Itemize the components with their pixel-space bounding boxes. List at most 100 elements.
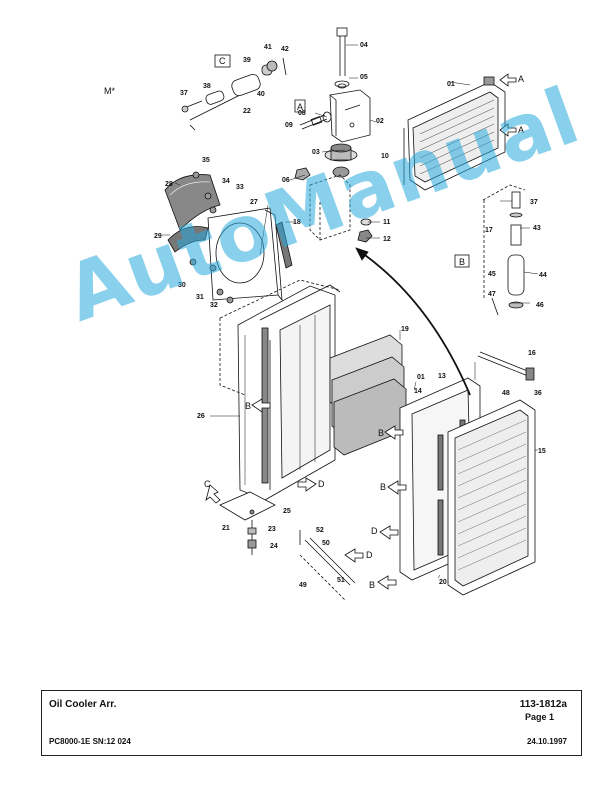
callout-48: 48 (502, 390, 510, 397)
callout-34: 34 (222, 178, 230, 185)
callout-44: 44 (539, 272, 547, 279)
view-label-a-2: A (518, 125, 524, 135)
view-label-a-1: A (518, 74, 524, 84)
callout-01: 01 (447, 81, 455, 88)
callout-27: 27 (250, 199, 258, 206)
nuts-11-12 (357, 218, 373, 243)
callout-51: 51 (337, 577, 345, 584)
callout-22: 22 (243, 108, 251, 115)
callout-04: 04 (360, 42, 368, 49)
callout-19: 19 (401, 326, 409, 333)
fan-guard-29 (167, 226, 209, 253)
callout-01-2: 01 (417, 374, 425, 381)
shroud-27 (207, 207, 283, 302)
callout-37: 37 (180, 90, 188, 97)
plate-21 (219, 491, 276, 555)
callout-52: 52 (316, 527, 324, 534)
strip-18 (275, 221, 293, 269)
callout-31: 31 (196, 294, 204, 301)
view-a-arrows (294, 73, 517, 137)
callout-46: 46 (536, 302, 544, 309)
callout-17: 17 (485, 227, 493, 234)
screen-15 (447, 399, 536, 596)
view-label-c-2: C (204, 479, 211, 489)
callout-29: 29 (154, 233, 162, 240)
callout-06: 06 (282, 177, 290, 184)
callout-36: 36 (534, 390, 542, 397)
view-label-b-4: B (369, 580, 375, 590)
callout-28: 28 (165, 181, 173, 188)
page-number: Page 1 (525, 712, 555, 722)
callout-16: 16 (528, 350, 536, 357)
callout-14: 14 (414, 388, 422, 395)
cooler-01-top (403, 76, 506, 191)
bolt-04-assembly (334, 27, 350, 89)
callout-21: 21 (222, 525, 230, 532)
view-label-c: C (219, 56, 226, 66)
marker-text: M* (104, 86, 115, 96)
view-label-d-3: D (366, 550, 373, 560)
pin-group-c (181, 54, 287, 131)
callout-13: 13 (438, 373, 446, 380)
callout-20: 20 (439, 579, 447, 586)
frame-outline-dashed (219, 279, 341, 396)
callout-10: 10 (381, 153, 389, 160)
callout-47: 47 (488, 291, 496, 298)
spacer-group-b (454, 184, 526, 316)
document-date: 24.10.1997 (526, 737, 567, 746)
part-callouts: 01 01 02 03 04 05 06 08 09 10 11 12 13 14 15 16 17 18 19 20… (154, 42, 547, 589)
bolt-16 (477, 351, 535, 381)
callout-30: 30 (178, 282, 186, 289)
hardware-30-35 (189, 171, 234, 304)
callout-39: 39 (243, 57, 251, 64)
callout-25: 25 (283, 508, 291, 515)
nut-06 (294, 167, 311, 181)
rod-group-49-52 (299, 530, 356, 601)
view-arrows (205, 398, 407, 590)
view-label-b-2: B (378, 428, 384, 438)
callout-03: 03 (312, 149, 320, 156)
callout-41: 41 (264, 44, 272, 51)
callout-12: 12 (383, 236, 391, 243)
fan-guard-28 (164, 174, 221, 231)
callout-38: 38 (203, 83, 211, 90)
callout-15: 15 (538, 448, 546, 455)
title-block: Oil Cooler Arr. 113-1812a Page 1 PC8000-… (41, 690, 582, 756)
callout-40: 40 (257, 91, 265, 98)
leader-lines (162, 44, 539, 579)
document-number: 113-1812a (519, 699, 567, 710)
callout-35: 35 (202, 157, 210, 164)
view-label-b-3: B (380, 482, 386, 492)
callout-08: 08 (298, 110, 306, 117)
view-label-d-1: D (318, 479, 325, 489)
callout-45: 45 (488, 271, 496, 278)
view-label-d-2: D (371, 526, 378, 536)
pedestal (309, 174, 351, 241)
mount-03 (324, 143, 358, 178)
callout-09: 09 (285, 122, 293, 129)
view-label-b-box: B (459, 257, 465, 267)
frame-26 (237, 284, 341, 501)
callout-37-2: 37 (530, 199, 538, 206)
callout-49: 49 (299, 582, 307, 589)
callout-02: 02 (376, 118, 384, 125)
callout-32: 32 (210, 302, 218, 309)
callout-05: 05 (360, 74, 368, 81)
bracket-02 (329, 89, 371, 143)
cooler-stack-19 (329, 334, 407, 456)
callout-23: 23 (268, 526, 276, 533)
assembly-arrow (355, 247, 471, 396)
callout-26: 26 (197, 413, 205, 420)
model-serial: PC8000-1E SN:12 024 (49, 737, 131, 746)
bolt-09-assembly (299, 111, 332, 130)
document-title: Oil Cooler Arr. (49, 699, 117, 710)
callout-42: 42 (281, 46, 289, 53)
view-label-b-1: B (245, 401, 251, 411)
callout-50: 50 (322, 540, 330, 547)
view-label-a-box: A (297, 102, 303, 112)
callout-11: 11 (383, 219, 391, 226)
callout-33: 33 (236, 184, 244, 191)
callout-18: 18 (293, 219, 301, 226)
callout-24: 24 (270, 543, 278, 550)
